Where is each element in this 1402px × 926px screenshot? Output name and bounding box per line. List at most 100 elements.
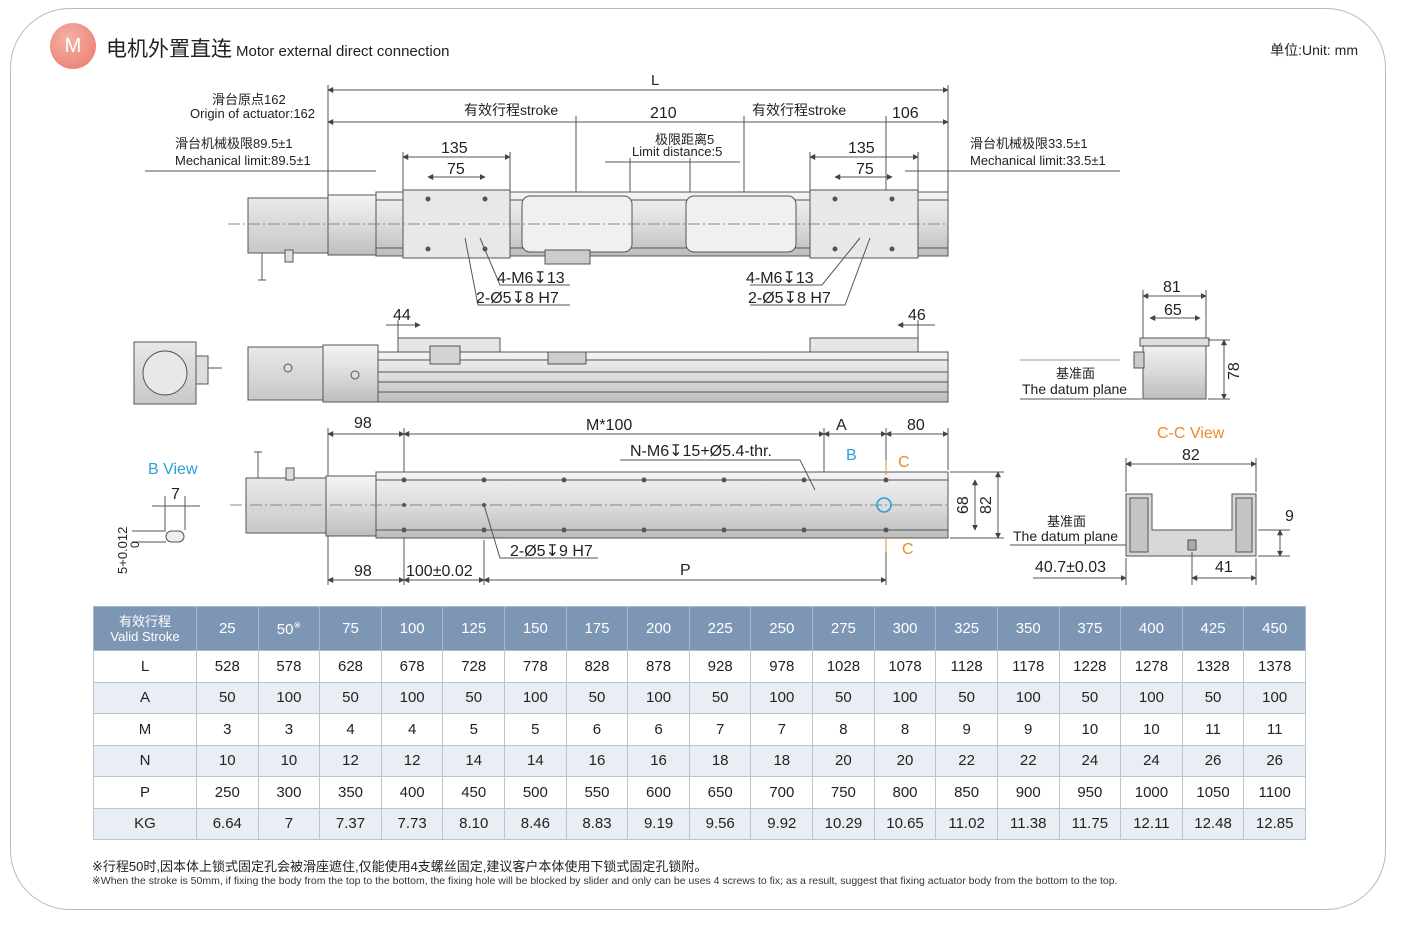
dim-65: 65: [1164, 302, 1182, 319]
hole-m6-left: 4-M6↧13: [497, 270, 565, 287]
table-cell: 850: [935, 776, 998, 809]
datum-en-end: The datum plane: [1022, 381, 1127, 397]
table-cell: 100: [996, 681, 1060, 714]
stroke-header: 300: [873, 606, 937, 651]
table-cell: 100: [873, 681, 937, 714]
table-cell: 8.83: [565, 807, 629, 840]
stroke-header: 125: [442, 606, 506, 651]
table-cell: 1050: [1181, 776, 1245, 809]
mech-left-cn: 滑台机械极限89.5±1: [175, 136, 293, 151]
stroke-header: 75: [319, 606, 382, 651]
table-cell: 6: [565, 713, 629, 746]
table-cell: 9.19: [627, 807, 690, 840]
table-cell: 8: [873, 713, 937, 746]
mech-right-en: Mechanical limit:33.5±1: [970, 153, 1106, 168]
dim-68: 68: [955, 496, 972, 514]
table-cell: 1378: [1243, 650, 1306, 683]
table-cell: 528: [196, 650, 259, 683]
row-label: M: [93, 713, 197, 746]
table-cell: 100: [750, 681, 814, 714]
table-cell: 11: [1243, 713, 1306, 746]
table-cell: 50: [812, 681, 875, 714]
table-cell: 6: [627, 713, 690, 746]
table-cell: 100: [627, 681, 690, 714]
stroke-header: 425: [1181, 606, 1245, 651]
table-cell: 50: [196, 681, 259, 714]
dim-78: 78: [1226, 362, 1243, 380]
dim-210: 210: [650, 105, 677, 122]
table-cell: 11.75: [1058, 807, 1122, 840]
dim-40-7: 40.7±0.03: [1035, 559, 1106, 576]
table-cell: 1028: [812, 650, 875, 683]
stroke-header: 350: [996, 606, 1060, 651]
row-label: P: [93, 776, 197, 809]
table-cell: 450: [442, 776, 506, 809]
table-cell: 20: [873, 744, 937, 777]
table-cell: 4: [319, 713, 382, 746]
stroke-header: 50※: [257, 606, 321, 651]
stroke-header: 175: [565, 606, 629, 651]
table-cell: 1278: [1120, 650, 1183, 683]
b-view: [132, 496, 200, 543]
table-cell: 4: [380, 713, 444, 746]
table-cell: 7.73: [380, 807, 444, 840]
dim-m100: M*100: [586, 417, 632, 434]
table-cell: 3: [257, 713, 321, 746]
technical-drawing: L 滑台原点162 Origin of actuator:162 有效行程str…: [115, 72, 1294, 585]
dim-9: 9: [1285, 508, 1294, 525]
label-B: B: [846, 447, 857, 464]
hole-n-m6: N-M6↧15+Ø5.4-thr.: [630, 443, 772, 460]
stroke-left: 有效行程stroke: [464, 102, 558, 118]
dim-75-left: 75: [447, 161, 465, 178]
table-cell: 650: [688, 776, 752, 809]
table-cell: 10: [196, 744, 259, 777]
stroke-footnote-mark: ※: [293, 619, 302, 630]
table-cell: 20: [812, 744, 875, 777]
stroke-header: 25: [196, 606, 259, 651]
dim-46: 46: [908, 307, 926, 324]
table-cell: 12.48: [1181, 807, 1245, 840]
table-cell: 26: [1243, 744, 1306, 777]
table-cell: 11.02: [935, 807, 998, 840]
table-cell: 12.11: [1120, 807, 1183, 840]
stroke-header: 375: [1058, 606, 1122, 651]
row-label: A: [93, 681, 197, 714]
unit-label: 单位:Unit: mm: [1270, 42, 1358, 58]
table-cell: 50: [1058, 681, 1122, 714]
table-cell: 928: [688, 650, 752, 683]
top-view-labels: L 滑台原点162 Origin of actuator:162 有效行程str…: [175, 72, 1106, 307]
table-cell: 22: [935, 744, 998, 777]
dim-44: 44: [393, 307, 411, 324]
table-cell: 250: [196, 776, 259, 809]
top-view: [145, 85, 1120, 306]
table-cell: 8.10: [442, 807, 506, 840]
mech-left-en: Mechanical limit:89.5±1: [175, 153, 311, 168]
table-cell: 5: [442, 713, 506, 746]
dim-7: 7: [171, 486, 180, 503]
stroke-header: 250: [750, 606, 814, 651]
stroke-header: 200: [627, 606, 690, 651]
b-view-labels: B View 7 5+0.012 0: [115, 461, 198, 574]
corner-en: Valid Stroke: [110, 628, 180, 644]
side-view: [133, 320, 949, 405]
table-cell: 600: [627, 776, 690, 809]
tol-5: 5+0.012: [115, 527, 130, 574]
table-cell: 9: [996, 713, 1060, 746]
datum-en-cc: The datum plane: [1013, 528, 1118, 544]
end-view: [1020, 290, 1230, 400]
title-en: Motor external direct connection: [236, 43, 450, 60]
dim-41: 41: [1215, 559, 1233, 576]
table-cell: 10.65: [873, 807, 937, 840]
side-view-labels: 44 46: [393, 307, 926, 324]
hole-d5-9: 2-Ø5↧9 H7: [510, 543, 593, 560]
hole-d5-left: 2-Ø5↧8 H7: [476, 290, 559, 307]
table-cell: 12.85: [1243, 807, 1306, 840]
end-view-labels: 81 65 78 基准面 The datum plane: [1022, 279, 1243, 397]
stroke-header: 450: [1243, 606, 1306, 651]
